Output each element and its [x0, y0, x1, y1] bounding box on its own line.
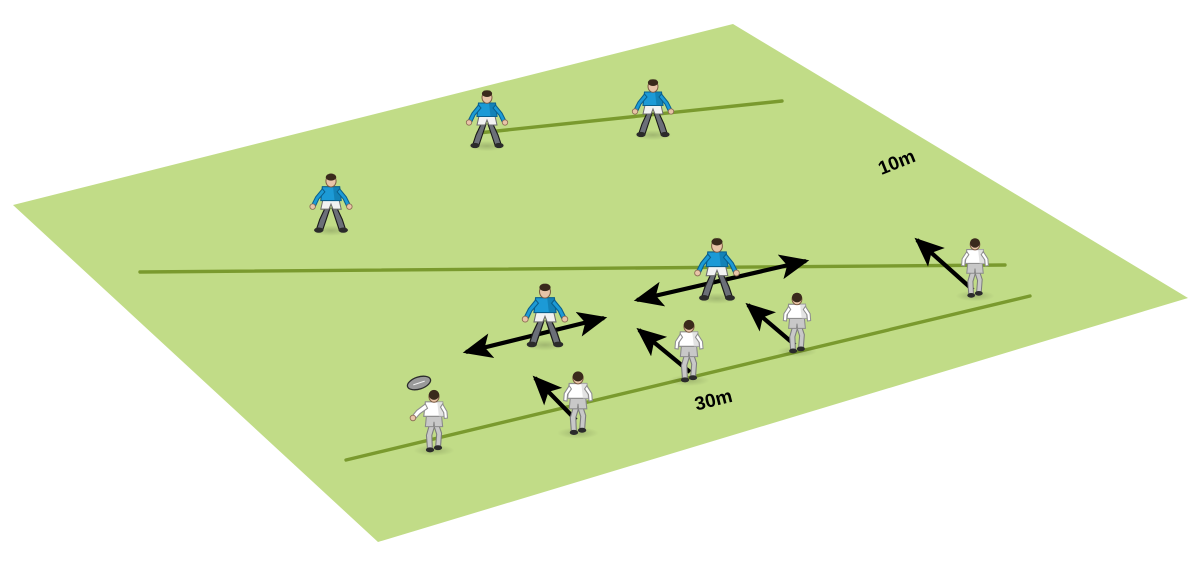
- attacker-arm-left: [563, 384, 573, 402]
- attacker-run-arrow-1: [532, 375, 578, 422]
- defender-hand-right: [501, 119, 509, 126]
- attacker-boot-right: [577, 427, 587, 433]
- defender-figure: [465, 89, 509, 152]
- defender-hand-right: [667, 108, 675, 115]
- attacker-shorts: [788, 317, 806, 329]
- line-top: [476, 99, 784, 135]
- defender-hand-left: [521, 315, 529, 323]
- attacker-run-arrow-4: [914, 237, 975, 292]
- attacker-shorts: [679, 345, 699, 358]
- rugby-ball: [406, 375, 432, 391]
- defender-figure: [631, 78, 675, 141]
- defender-boot-right: [553, 341, 564, 348]
- defender-shorts: [705, 265, 729, 277]
- attacker-boot-right: [688, 375, 698, 381]
- attacker-figure: [955, 238, 995, 302]
- pitch-surface: [13, 24, 1188, 542]
- attacker-boot-left: [967, 293, 976, 298]
- defender-hair-top: [539, 283, 551, 292]
- defender-boot-left: [470, 142, 480, 149]
- attacker-arm-right: [694, 332, 704, 350]
- attacker-boot-right: [433, 445, 443, 451]
- defender-figure: [521, 283, 569, 351]
- attacker-shorts: [424, 415, 444, 428]
- attacker-boot-left: [425, 447, 435, 453]
- defender-boot-right: [724, 295, 735, 301]
- attacker-arm-left: [782, 305, 792, 322]
- attacker-hair: [683, 319, 695, 330]
- attacker-boot-right: [796, 346, 805, 352]
- defender-boot-left: [526, 341, 537, 348]
- defender-hair-top: [481, 90, 493, 97]
- ball-seam: [413, 380, 425, 386]
- attacker-hair: [428, 389, 440, 400]
- attacker-arm-right: [980, 250, 989, 267]
- defender-boot-left: [699, 295, 710, 301]
- attacker-hair: [572, 371, 584, 382]
- attacker-boot-left: [680, 377, 690, 383]
- attacker-arm-right: [439, 402, 449, 420]
- defender-hand-left: [631, 108, 639, 115]
- defender-shorts: [320, 199, 342, 210]
- attacker-boot-left: [789, 348, 798, 354]
- defender-boot-left: [636, 131, 646, 138]
- defender-figure: [694, 237, 740, 305]
- defender-hand-left: [694, 269, 701, 277]
- attacker-shorts: [568, 397, 588, 410]
- ball-layer: [406, 375, 432, 391]
- defender-shorts: [533, 311, 557, 323]
- attacker-arm-left: [961, 250, 970, 267]
- pitch-polygon: [13, 24, 1188, 542]
- attacker-hair: [970, 238, 980, 248]
- defender-hand-left: [309, 203, 316, 210]
- attacker-figure: [668, 319, 710, 387]
- attacker-figure: [557, 371, 599, 439]
- attacker-arm-right: [802, 305, 812, 322]
- attacker-hair: [791, 292, 803, 303]
- attacker-figure: [777, 292, 817, 357]
- attacker-arm-right: [583, 384, 593, 402]
- defender-hair-top: [647, 79, 659, 86]
- defender-hand-left: [465, 119, 473, 126]
- players: [309, 78, 995, 457]
- defender-boot-right: [494, 142, 504, 149]
- defender-hand-right: [561, 315, 569, 323]
- attacker-shorts: [966, 262, 984, 274]
- defender-hand-right: [733, 269, 740, 277]
- defender-boot-left: [314, 227, 324, 233]
- defender-boot-right: [338, 227, 348, 233]
- attacker-arm-left: [674, 332, 684, 350]
- defender-shorts: [476, 115, 498, 126]
- attacker-figure-passer: [409, 389, 455, 457]
- defender-hair-top: [711, 238, 723, 246]
- attacker-boot-left: [569, 429, 579, 435]
- defender-boot-right: [660, 131, 670, 138]
- defender-figure: [309, 173, 353, 236]
- attacker-hand-left: [409, 414, 417, 422]
- defender-hair-top: [325, 173, 337, 181]
- line-middle: [138, 263, 1007, 274]
- defender-hand-right: [346, 203, 353, 210]
- attacker-run-arrow-3: [745, 302, 797, 347]
- defender-shorts: [642, 104, 664, 115]
- attacker-boot-right: [974, 290, 983, 296]
